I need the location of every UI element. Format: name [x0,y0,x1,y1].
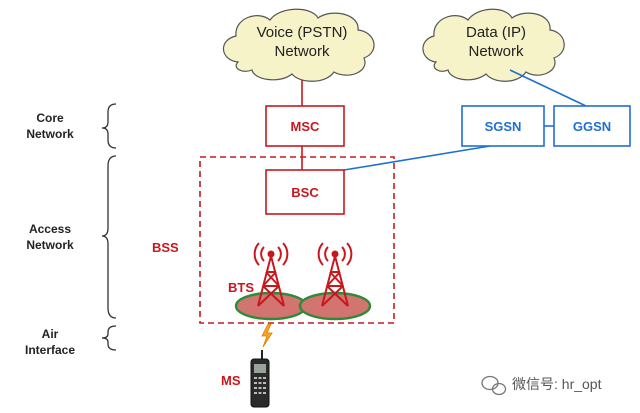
cloud-icon [222,8,375,82]
lightning-icon [261,323,273,348]
sgsn-node: SGSN [461,105,545,147]
access-layer-line2: Network [26,238,74,252]
link-data-ggsn [509,69,587,107]
antenna-tower-icon [253,242,289,307]
ggsn-label: GGSN [573,119,611,134]
link-bsc-sgsn [343,145,491,171]
air-interface-brace [101,325,117,351]
access-layer-line1: Access [29,222,71,236]
sgsn-label: SGSN [485,119,522,134]
core-network-brace [101,103,117,149]
core-layer-line2: Network [26,127,74,141]
wechat-icon [481,375,507,396]
mobile-phone-icon [250,350,270,408]
bts-ground-right [298,291,372,321]
bss-label: BSS [152,240,179,255]
voice-pstn-cloud: Voice (PSTN) Network [222,8,375,82]
bts-label: BTS [228,280,254,295]
access-network-brace [101,155,117,319]
watermark-text: 微信号: hr_opt [512,376,602,392]
msc-label: MSC [291,119,321,134]
bsc-label: BSC [291,185,319,200]
data-cloud-line1: Data (IP) [466,24,526,41]
data-cloud-line2: Network [468,43,524,60]
bsc-node: BSC [265,169,345,215]
ms-label: MS [221,373,241,388]
voice-cloud-line1: Voice (PSTN) [257,24,348,41]
wechat-watermark: 微信号: hr_opt [481,375,602,396]
msc-node: MSC [265,105,345,147]
air-layer-line1: Air [42,327,59,341]
ggsn-node: GGSN [553,105,631,147]
cloud-icon [422,8,565,82]
air-layer-line2: Interface [25,343,75,357]
antenna-tower-icon [317,242,353,307]
data-ip-cloud: Data (IP) Network [422,8,565,82]
bts-ground-left [234,291,308,321]
core-layer-line1: Core [36,111,64,125]
voice-cloud-line2: Network [274,43,330,60]
